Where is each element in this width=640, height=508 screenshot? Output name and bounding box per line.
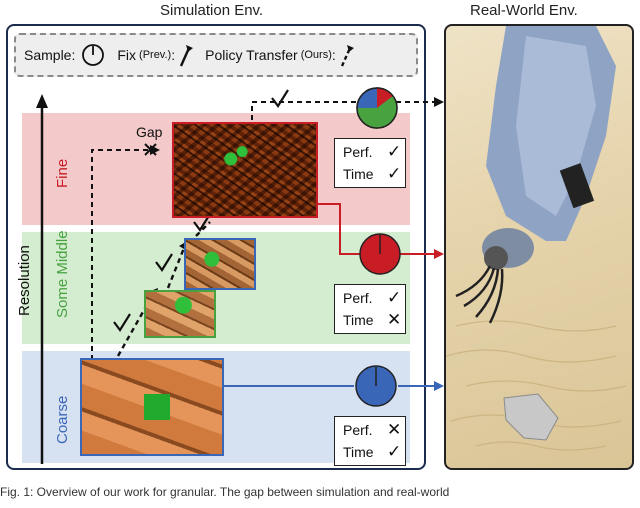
time-label: Time — [343, 444, 374, 460]
coarse-sim-image — [80, 358, 224, 456]
check-icon: ✓ — [387, 142, 402, 161]
cross-icon: ✕ — [387, 310, 402, 329]
coarse-clock-icon — [355, 365, 397, 407]
fine-sim-image — [172, 122, 318, 218]
legend-sample-label: Sample: — [24, 47, 76, 63]
time-label: Time — [343, 166, 374, 182]
legend-fix-label: Fix — [117, 47, 137, 63]
mid-sim-image — [144, 290, 216, 338]
gap-cross-icon — [144, 143, 157, 156]
check-icon: ✓ — [387, 164, 402, 183]
real-world-title: Real-World Env. — [470, 2, 578, 19]
check-icon: ✓ — [387, 288, 402, 307]
solid-arrow-icon — [180, 45, 194, 67]
legend-transfer-label: Policy Transfer — [205, 47, 298, 63]
perf-label: Perf. — [343, 290, 373, 306]
mid-fix-path — [318, 203, 360, 255]
coarse-perf-box: Perf. ✕ Time ✓ — [334, 416, 406, 466]
time-label: Time — [343, 312, 374, 328]
legend-box: Sample: Fix (Prev.) : Policy Transfer (O… — [14, 33, 418, 77]
transfer-arrow-mid-upper — [166, 247, 186, 289]
perf-label: Perf. — [343, 144, 373, 160]
figure-caption: Fig. 1: Overview of our work for granula… — [0, 485, 450, 499]
legend-transfer-colon: : — [331, 47, 336, 63]
upper-mid-sim-image — [184, 238, 256, 290]
robot-arm-photo — [446, 26, 627, 451]
fine-pie-chart — [356, 87, 398, 129]
fine-perf-box: Perf. ✓ Time ✓ — [334, 138, 406, 188]
fine-transfer-path — [251, 101, 440, 120]
legend-fix-colon: : — [171, 47, 176, 63]
check-icon: ✓ — [387, 442, 402, 461]
real-world-panel — [444, 24, 634, 470]
mid-perf-box: Perf. ✓ Time ✕ — [334, 284, 406, 334]
legend-fix-sub: (Prev.) — [139, 49, 172, 61]
simulation-title: Simulation Env. — [160, 2, 264, 19]
mid-clock-icon — [359, 233, 401, 275]
legend-transfer-sub: (Ours) — [300, 49, 332, 61]
dashed-arrow-icon — [340, 45, 354, 67]
simulation-panel — [6, 24, 426, 470]
path-check-icons — [113, 89, 289, 332]
resolution-axis-arrow — [36, 94, 48, 464]
transfer-arrow-upper-fine — [195, 221, 211, 237]
clock-icon — [82, 44, 105, 66]
cross-icon: ✕ — [387, 420, 402, 439]
perf-label: Perf. — [343, 422, 373, 438]
gap-label: Gap — [136, 124, 163, 140]
gap-dashed-path — [91, 149, 150, 360]
